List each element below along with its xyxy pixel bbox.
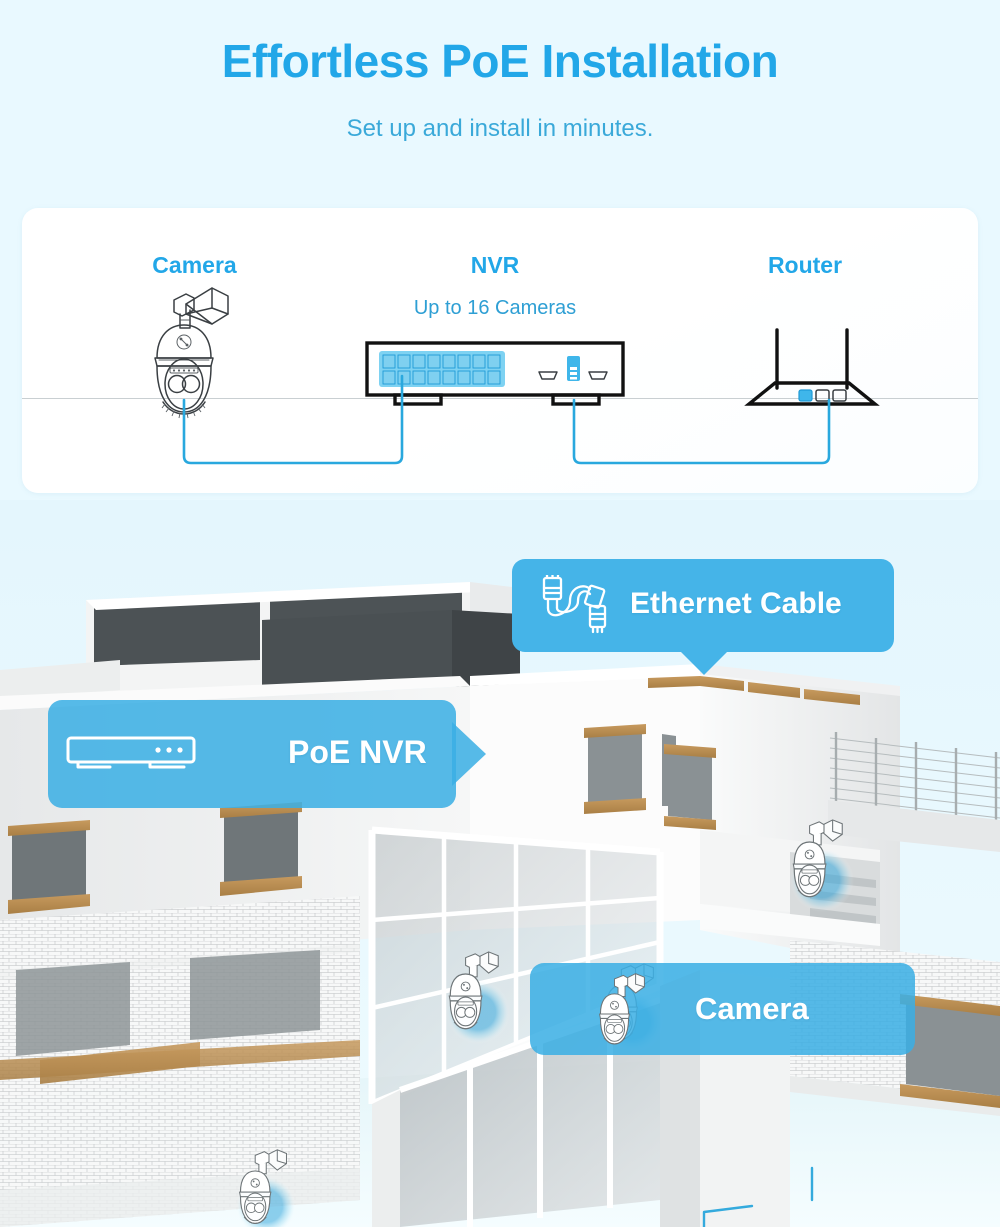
- page-title: Effortless PoE Installation: [221, 35, 779, 87]
- callout-ethernet-cable-label: Ethernet Cable: [630, 587, 842, 620]
- ptz-dome-camera-icon: [154, 287, 229, 419]
- diagram-sublabel-nvr: Up to 16 Cameras: [413, 297, 577, 319]
- mounted-camera: [790, 819, 854, 912]
- callout-poe-nvr-box: [48, 700, 456, 808]
- nvr-device-icon: [66, 736, 196, 769]
- diagram-label-nvr: NVR: [470, 252, 520, 278]
- diagram-graphics: .stk{fill:none;stroke:#3a3f43;stroke-wid…: [154, 287, 880, 465]
- callout-poe-nvr-label: PoE NVR: [288, 734, 427, 770]
- callout-ethernet-cable-pointer: [678, 649, 730, 675]
- callout-poe-nvr[interactable]: PoE NVR: [48, 700, 486, 808]
- callout-ethernet-cable-box: [512, 559, 894, 652]
- poe-topology-diagram-card: Camera NVR Up to 16 Cameras Router .stk{…: [22, 208, 978, 493]
- callout-camera-box: [530, 963, 915, 1055]
- page-subtitle: Set up and install in minutes.: [346, 115, 654, 142]
- diagram-cables: [182, 374, 831, 465]
- house-installation-scene: .camLine{fill:none;stroke:#34aadd;stroke…: [0, 500, 1000, 1227]
- nvr-rear-ports-icon: [365, 341, 625, 406]
- diagram-label-router: Router: [767, 252, 843, 278]
- callout-camera-label: Camera: [695, 991, 809, 1026]
- mounted-camera: [446, 951, 510, 1044]
- nvr-poe-port-grid: [382, 354, 501, 385]
- ethernet-cable-icon: [542, 575, 607, 634]
- diagram-label-camera: Camera: [152, 252, 237, 278]
- callout-poe-nvr-pointer: [452, 722, 486, 786]
- callout-camera[interactable]: Camera: [530, 963, 915, 1055]
- header: Effortless PoE Installation Set up and i…: [0, 0, 1000, 190]
- wifi-router-icon: [744, 328, 880, 406]
- diagram-ground-line: [22, 398, 978, 399]
- house-illustration: .camLine{fill:none;stroke:#34aadd;stroke…: [0, 500, 1000, 1227]
- callout-ethernet-cable[interactable]: Ethernet Cable: [512, 559, 894, 675]
- ptz-dome-camera-icon: [599, 973, 645, 1045]
- scene-cable-runs: [702, 1166, 814, 1227]
- mounted-camera: [236, 1149, 296, 1227]
